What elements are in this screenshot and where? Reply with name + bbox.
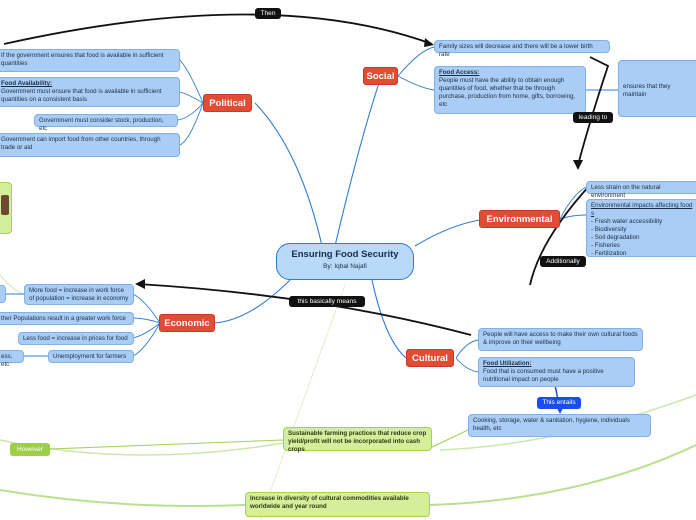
thumbnail-image	[1, 195, 9, 215]
cultural-item2-heading: Food Utilization:	[483, 360, 532, 367]
environmental-list-soil: - Soil degradation	[591, 234, 640, 241]
social-item3-text: ensures that they maintain	[623, 83, 671, 98]
environmental-list-fisheries: - Fisheries	[591, 242, 620, 249]
economic-item-offscreen[interactable]	[0, 285, 6, 303]
cultural-item3-text: Cooking, storage, water & sanitation, hy…	[473, 417, 630, 432]
cultural-item-cultural-foods[interactable]: People will have access to make their ow…	[478, 328, 643, 351]
link-label-leading-to[interactable]: leading to	[573, 112, 613, 123]
social-item-family-size[interactable]: Family sizes will decrease and there wil…	[434, 40, 610, 58]
economic-item-business[interactable]: ess, etc	[0, 350, 24, 368]
green-item-cultural-diversity[interactable]: Increase in diversity of cultural commod…	[245, 492, 430, 517]
social-item2-heading: Food Access:	[439, 69, 480, 76]
social-item-food-access[interactable]: Food Access: People must have the abilit…	[434, 66, 586, 114]
political-item-stock-production[interactable]: Government must consider stock, producti…	[34, 114, 178, 132]
economic-item-prices[interactable]: Less food = increase in prices for food	[18, 332, 134, 345]
central-title: Ensuring Food Security	[291, 249, 399, 260]
economic-item-unemployment[interactable]: Unemployment for farmers	[48, 350, 134, 363]
central-topic[interactable]: Ensuring Food Security By: Iqbal Najafi	[276, 243, 414, 280]
environmental-item1-text: Less strain on the natural environment	[591, 184, 661, 199]
branch-social[interactable]: Social	[363, 67, 398, 85]
political-item4-text: Government can import food from other co…	[1, 136, 161, 151]
economic-item-workforce[interactable]: More food = increase in work force of po…	[24, 284, 134, 305]
social-item1-text: Family sizes will decrease and there wil…	[439, 43, 593, 58]
political-item-food-availability[interactable]: Food Availability: Government must ensur…	[0, 77, 180, 107]
political-item-sufficient-quantities[interactable]: If the government ensures that food is a…	[0, 49, 180, 72]
environmental-list-freshwater: - Fresh water accessibility	[591, 218, 663, 225]
branch-environmental[interactable]: Environmental	[479, 210, 560, 228]
economic-item1-text: More food = increase in work force of po…	[29, 287, 129, 302]
green-item2-text: Increase in diversity of cultural commod…	[250, 495, 409, 510]
cultural-item-cooking-storage[interactable]: Cooking, storage, water & sanitation, hy…	[468, 414, 651, 437]
environmental-list-fertilization: - Fertilization	[591, 250, 627, 257]
green-item1-text: Sustainable farming practices that reduc…	[288, 430, 427, 453]
cultural-item2-body: Food that is consumed must have a positi…	[483, 368, 604, 383]
link-label-then[interactable]: Then	[255, 8, 281, 19]
political-item3-text: Government must consider stock, producti…	[39, 117, 164, 132]
economic-item3-text: Less food = increase in prices for food	[23, 335, 128, 342]
environmental-item2-heading: Environmental impacts affecting food s	[591, 202, 693, 217]
political-item1-text: If the government ensures that food is a…	[1, 52, 164, 67]
political-item2-body: Government must ensure that food is avai…	[1, 88, 162, 103]
branch-cultural[interactable]: Cultural	[406, 349, 454, 367]
link-label-this-entails[interactable]: This entails	[537, 397, 581, 409]
cultural-item1-text: People will have access to make their ow…	[483, 331, 638, 346]
social-item2-body: People must have the ability to obtain e…	[439, 77, 576, 108]
environmental-item-impacts[interactable]: Environmental impacts affecting food s -…	[586, 199, 696, 257]
economic-item-greater-workforce[interactable]: ther Populations result in a greater wor…	[0, 312, 134, 325]
branch-economic[interactable]: Economic	[159, 314, 215, 332]
environmental-list-biodiversity: - Biodiversity	[591, 226, 627, 233]
cultural-item-food-utilization[interactable]: Food Utilization: Food that is consumed …	[478, 357, 635, 387]
link-label-however[interactable]: However	[10, 443, 50, 456]
link-label-this-basically-means[interactable]: this basically means	[289, 296, 365, 307]
green-item-sustainable-farming[interactable]: Sustainable farming practices that reduc…	[283, 427, 432, 453]
branch-political[interactable]: Political	[203, 94, 252, 112]
link-label-additionally[interactable]: Additionally	[540, 256, 586, 267]
central-subtitle: By: Iqbal Najafi	[323, 263, 367, 270]
environmental-item-less-strain[interactable]: Less strain on the natural environment	[586, 181, 696, 199]
economic-item4-left-text: ess, etc	[1, 353, 13, 368]
political-item-import-food[interactable]: Government can import food from other co…	[0, 133, 180, 157]
social-item-maintain[interactable]: ensures that they maintain	[618, 60, 696, 117]
political-item2-heading: Food Availability:	[1, 80, 53, 87]
economic-item2-text: ther Populations result in a greater wor…	[1, 315, 126, 322]
green-partial-node[interactable]	[0, 182, 12, 234]
economic-item4-text: Unemployment for farmers	[53, 353, 127, 360]
